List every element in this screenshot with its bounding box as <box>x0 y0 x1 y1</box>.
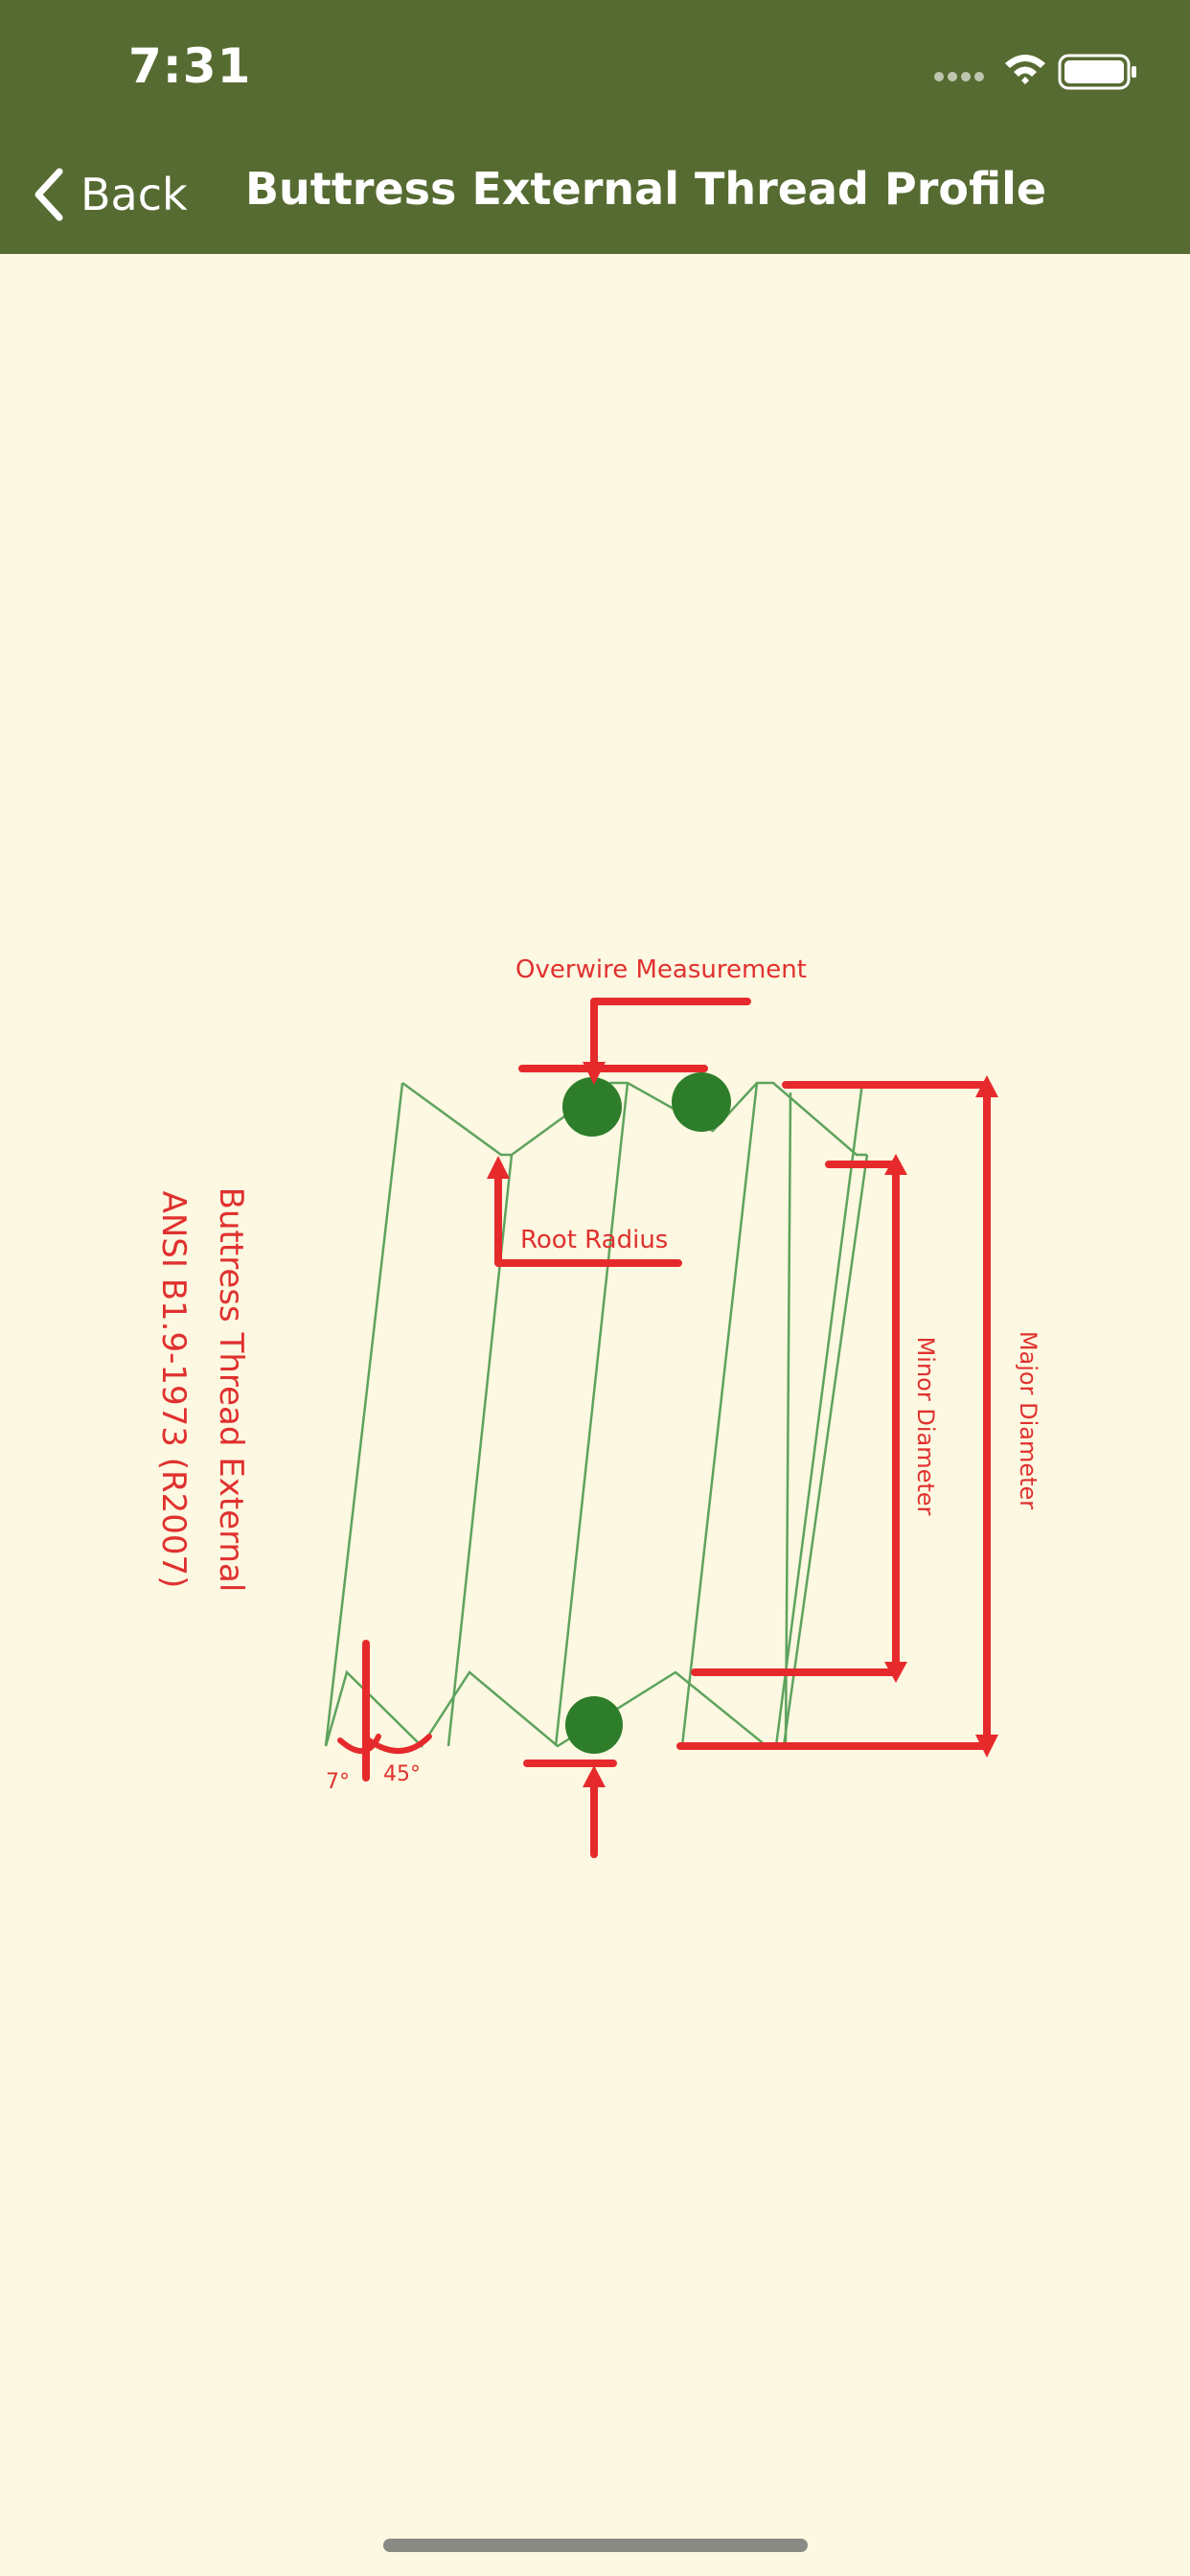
overwire-arrow <box>590 998 751 1068</box>
major-diameter-label: Major Diameter <box>1015 1331 1041 1509</box>
wire-bottom <box>565 1696 623 1754</box>
wifi-icon <box>1005 55 1045 84</box>
overwire-label: Overwire Measurement <box>515 955 807 984</box>
back-button[interactable]: Back <box>33 161 188 228</box>
diagram-title-line2: ANSI B1.9-1973 (R2007) <box>154 1191 193 1589</box>
angle-7-label: 7° <box>326 1770 350 1794</box>
wire-top-right <box>672 1072 731 1132</box>
status-time: 7:31 <box>128 38 252 94</box>
battery-icon <box>1058 54 1136 90</box>
angle-45-label: 45° <box>383 1762 421 1786</box>
wire-top-left <box>562 1077 622 1137</box>
root-radius-label: Root Radius <box>520 1226 668 1254</box>
major-diameter-line <box>676 1081 991 1750</box>
back-label: Back <box>80 169 188 220</box>
diagram-title-line1: Buttress Thread External <box>212 1187 250 1593</box>
arrow-heads <box>487 1062 998 1787</box>
measurement-wires <box>562 1072 731 1754</box>
minor-diameter-line <box>691 1161 900 1676</box>
thread-profile-diagram: Overwire Measurement Root Radius Minor D… <box>154 955 1041 1858</box>
page-title: Buttress External Thread Profile <box>245 163 1047 215</box>
status-icons <box>934 54 1136 90</box>
thread-profile <box>324 1081 869 1748</box>
navigation-header: 7:31 Back Buttress External Thread Profi… <box>0 0 1190 254</box>
chevron-left-icon <box>34 168 63 221</box>
cellular-signal-icon <box>934 72 984 81</box>
minor-diameter-label: Minor Diameter <box>912 1337 939 1516</box>
home-indicator[interactable] <box>383 2539 808 2552</box>
root-radius-arrow <box>494 1161 682 1267</box>
dimension-annotations <box>337 998 991 1858</box>
